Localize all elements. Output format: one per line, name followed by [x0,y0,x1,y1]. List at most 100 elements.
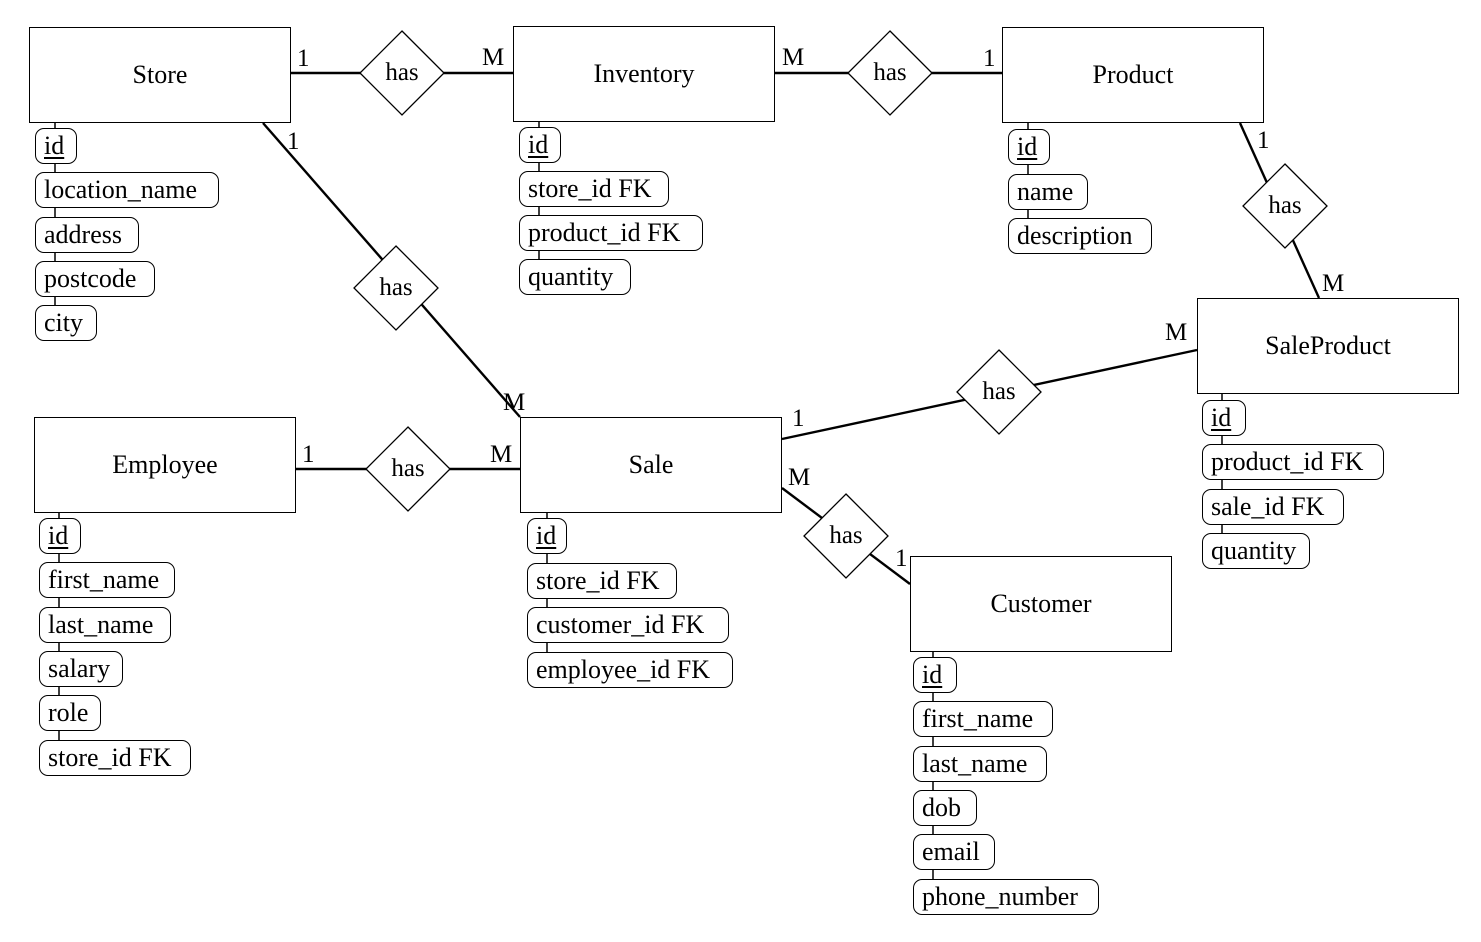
store-inventory-relationship-diamond [359,30,445,116]
employee-sale-cardinality-a: 1 [302,441,315,468]
saleproduct-attribute-3: quantity [1202,532,1310,569]
employee-sale-relationship-label: has [391,455,425,482]
product-attribute-2: description [1008,218,1152,254]
employee-entity: Employee [34,417,296,513]
store-attribute-4: city [35,305,97,342]
employee-attribute-3: salary [39,650,123,687]
employee-sale-relationship-diamond [365,426,451,512]
attribute-label: dob [922,792,961,822]
inventory-attribute-1: store_id FK [519,171,669,207]
store-sale-relationship-label: has [379,274,413,301]
attribute-label: id [44,131,65,160]
employee-sale-cardinality-b: M [490,441,513,468]
product-saleproduct-cardinality-a: 1 [1257,127,1270,154]
attribute-label: first_name [48,565,160,595]
entity-name: Product [1092,60,1174,89]
attribute-label: id [528,130,549,159]
saleproduct-attribute-1: product_id FK [1202,444,1384,481]
attribute-label: email [922,837,980,867]
sale-customer-relationship-label: has [829,522,863,549]
inventory-attribute-3: quantity [519,259,631,295]
store-inventory-cardinality-a: 1 [297,45,310,72]
attribute-label: store_id FK [536,565,660,595]
attribute-label: postcode [44,263,137,293]
sale-saleproduct-cardinality-a: 1 [792,405,805,432]
inventory-product-cardinality-b: 1 [983,45,996,72]
attribute-label: id [48,521,69,550]
sale-saleproduct-relationship-diamond [956,349,1042,435]
employee-attribute-1: first_name [39,562,175,599]
product-saleproduct-relationship-diamond [1242,163,1328,249]
store-inventory-cardinality-b: M [482,44,505,71]
attribute-label: location_name [44,175,198,205]
entity-name: SaleProduct [1265,331,1391,360]
attribute-label: store_id FK [528,174,652,203]
store-attribute-0: id [35,128,77,164]
attribute-label: role [48,698,89,728]
entity-name: Customer [990,589,1092,618]
inventory-product-relationship-diamond [847,30,933,116]
sale-attribute-2: customer_id FK [527,607,729,643]
attribute-label: last_name [48,609,154,639]
store-attribute-2: address [35,216,139,253]
store-sale-relationship-diamond [353,245,439,331]
sale-attribute-1: store_id FK [527,562,677,599]
product-saleproduct-cardinality-b: M [1322,270,1345,297]
attribute-label: quantity [1211,535,1297,565]
attribute-label: quantity [528,262,614,291]
store-sale-cardinality-a: 1 [287,128,300,155]
inventory-product-cardinality-a: M [782,44,805,71]
attribute-label: id [1211,403,1232,432]
employee-attribute-4: role [39,695,101,732]
entity-name: Sale [628,450,674,479]
attribute-label: first_name [922,704,1034,734]
product-attribute-1: name [1008,173,1088,210]
saleproduct-attribute-2: sale_id FK [1202,488,1344,525]
sale-saleproduct-cardinality-b: M [1165,319,1188,346]
store-inventory-relationship-label: has [385,59,419,86]
sale-entity: Sale [520,417,782,513]
store-entity: Store [29,27,291,123]
sale-attribute-0: id [527,518,567,554]
attribute-label: sale_id FK [1211,491,1325,521]
attribute-label: product_id FK [528,218,681,247]
store-attribute-3: postcode [35,260,155,297]
sale-customer-cardinality-a: M [788,464,811,491]
employee-attribute-2: last_name [39,606,171,643]
attribute-label: store_id FK [48,742,172,772]
saleproduct-entity: SaleProduct [1197,298,1459,394]
entity-name: Inventory [593,59,695,88]
attribute-label: customer_id FK [536,610,705,639]
product-attribute-0: id [1008,129,1050,165]
attribute-label: phone_number [922,881,1078,911]
customer-attribute-3: dob [913,789,977,826]
inventory-attribute-2: product_id FK [519,215,703,251]
sale-customer-relationship-diamond [803,493,889,579]
employee-attribute-0: id [39,518,81,554]
customer-attribute-4: email [913,834,995,871]
attribute-label: id [922,660,943,689]
attribute-label: address [44,219,122,249]
attribute-label: employee_id FK [536,654,711,684]
sale-attribute-3: employee_id FK [527,651,733,688]
attribute-label: id [536,521,557,550]
store-attribute-1: location_name [35,172,219,209]
attribute-label: salary [48,653,111,683]
store-sale-cardinality-b: M [503,389,526,416]
customer-attribute-5: phone_number [913,878,1099,915]
attribute-label: description [1017,221,1133,250]
attribute-label: product_id FK [1211,447,1364,477]
product-saleproduct-relationship-label: has [1268,192,1302,219]
inventory-entity: Inventory [513,26,775,122]
employee-attribute-5: store_id FK [39,739,191,776]
attribute-label: id [1017,132,1038,161]
inventory-attribute-0: id [519,127,561,163]
attribute-label: name [1017,176,1074,206]
saleproduct-attribute-0: id [1202,400,1246,436]
customer-entity: Customer [910,556,1172,652]
product-entity: Product [1002,27,1264,123]
sale-saleproduct-relationship-label: has [982,378,1016,405]
attribute-label: city [44,308,83,338]
